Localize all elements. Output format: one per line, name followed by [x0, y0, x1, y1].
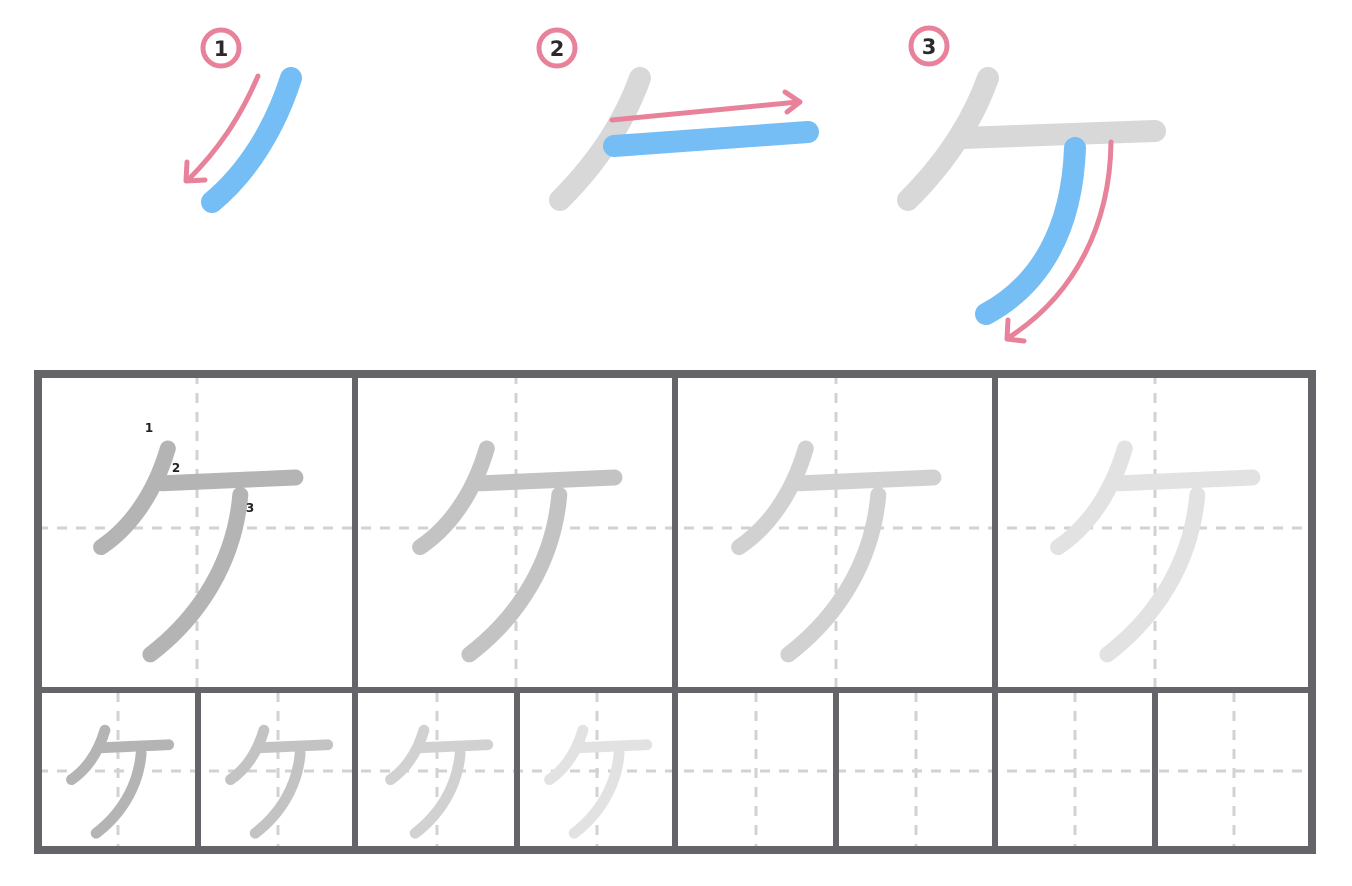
arrow-icon — [183, 73, 261, 184]
stroke-number-3: 3 — [246, 501, 254, 515]
grid-borders — [34, 370, 1316, 854]
stroke-step-3: 3 — [897, 25, 1166, 344]
current-stroke — [603, 121, 819, 157]
previous-stroke — [897, 67, 999, 211]
practice-grid: 1 2 3 — [34, 370, 1316, 854]
step-badge-2: 2 — [536, 27, 578, 69]
stroke-step-1: 1 — [183, 27, 302, 213]
trace-character-small-4 — [550, 730, 647, 833]
step-number: 1 — [214, 37, 229, 61]
trace-character-small-1 — [72, 730, 169, 833]
stroke-step-2: 2 — [536, 27, 819, 211]
previous-stroke — [951, 120, 1166, 149]
step-badge-1: 1 — [200, 27, 242, 69]
trace-character-small-3 — [391, 730, 488, 833]
arrow-icon — [1004, 139, 1114, 344]
practice-cell[interactable] — [999, 694, 1151, 846]
trace-character-small-2 — [231, 730, 328, 833]
current-stroke — [201, 67, 302, 213]
practice-cell[interactable] — [679, 694, 832, 846]
stroke-number-2: 2 — [172, 461, 180, 475]
practice-cell[interactable] — [1159, 694, 1308, 846]
step-badge-3: 3 — [908, 25, 950, 67]
stroke-number-labels: 1 2 3 — [145, 421, 254, 515]
stroke-number-1: 1 — [145, 421, 153, 435]
step-number: 3 — [922, 35, 937, 59]
current-stroke — [975, 137, 1086, 325]
arrow-icon — [609, 89, 803, 123]
practice-cell[interactable] — [840, 694, 991, 846]
step-number: 2 — [550, 37, 565, 61]
